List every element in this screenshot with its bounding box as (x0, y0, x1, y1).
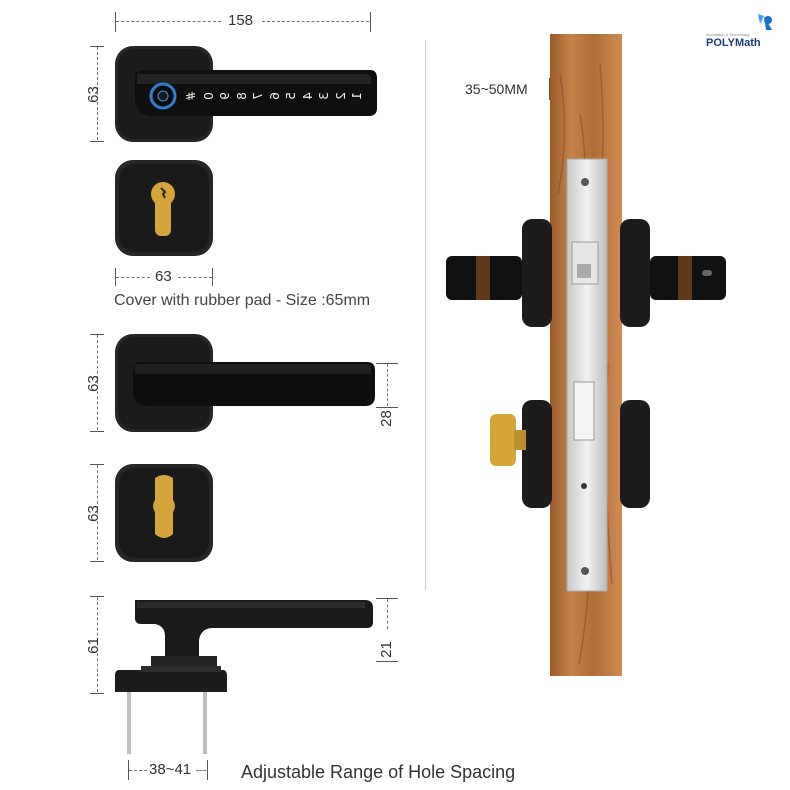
dim-door-left-tick (549, 78, 550, 100)
dim-158-line-right (262, 21, 369, 22)
dim-cover-line-left (116, 277, 150, 278)
dim-cover-label: 63 (155, 268, 172, 285)
dim-hole-right-tick (207, 760, 208, 780)
door-section (440, 34, 740, 684)
keypad-digit: 0 (201, 92, 216, 100)
dim-hole-label: 38~41 (149, 761, 192, 778)
dim-sidelever-bottom-tick (376, 661, 398, 662)
keypad-digit: 1 (350, 92, 365, 100)
keypad-digit: 5 (284, 92, 299, 100)
dim-158-label: 158 (228, 12, 254, 29)
dim-hole-line-right (196, 770, 206, 771)
dim-keypad-line (97, 47, 98, 140)
dim-158-line-left (116, 21, 221, 22)
dim-lever-top-tick (376, 363, 398, 364)
dim-side-label: 61 (84, 637, 102, 654)
brand-logo: Innovation & Technology POLYMath (706, 10, 786, 52)
dim-cyl-top-tick (90, 464, 104, 465)
dim-side-top-tick (90, 596, 104, 597)
dim-keypad-bottom-tick (90, 141, 104, 142)
dim-side-bottom-tick (90, 693, 104, 694)
door-graphic (446, 34, 726, 676)
keypad-digit: 7 (251, 92, 266, 100)
keypad-handle (115, 46, 380, 142)
dim-handle2-line (97, 335, 98, 430)
dim-lever-line (387, 364, 388, 406)
dim-cover-right-tick (212, 268, 213, 286)
dim-handle2-label: 63 (84, 375, 102, 392)
vertical-divider (425, 40, 426, 590)
dim-lever-bottom-tick (376, 407, 398, 408)
dim-cyl-line (97, 465, 98, 560)
dim-lever-label: 28 (377, 410, 395, 427)
lever-handle-graphic (115, 334, 375, 432)
keypad-digit: 4 (300, 92, 315, 100)
dim-door-label: 35~50MM (465, 81, 528, 97)
keypad-digit: 8 (234, 92, 249, 100)
cover-caption: Cover with rubber pad - Size :65mm (114, 292, 371, 309)
keypad-handle-graphic (115, 46, 377, 142)
dim-hole-left-tick (128, 760, 129, 780)
dim-keypad-label: 63 (84, 86, 102, 103)
brand-tagline: Innovation & Technology (706, 32, 750, 37)
dim-keypad-top-tick (90, 46, 104, 47)
dim-cover-left-tick (115, 268, 116, 286)
polymath-logo-icon (758, 14, 772, 30)
dim-handle2-top-tick (90, 334, 104, 335)
cylinder-cover-graphic (115, 160, 213, 256)
side-view-graphic (115, 600, 373, 754)
dim-sidelever-label: 21 (377, 641, 395, 658)
hole-spacing-caption: Adjustable Range of Hole Spacing (241, 762, 516, 782)
dim-sidelever-line (387, 599, 388, 629)
dim-handle2-bottom-tick (90, 431, 104, 432)
thumbturn-cover-graphic (115, 464, 213, 562)
dim-158-right-tick (370, 12, 371, 32)
keypad-digit: 6 (267, 92, 282, 100)
brand-name: POLYMath (706, 37, 761, 49)
lever-handle (115, 334, 380, 432)
keypad-digit: 2 (333, 92, 348, 100)
cylinder-cover (115, 160, 213, 256)
dim-cover-line-right (178, 277, 212, 278)
dim-158-left-tick (115, 12, 116, 32)
keypad-digit: # (184, 90, 199, 102)
keypad-digit: 3 (317, 92, 332, 100)
side-view-handle (115, 596, 380, 756)
dim-cyl-label: 63 (84, 505, 102, 522)
dim-hole-line-left (129, 770, 147, 771)
keypad-digit: 9 (218, 92, 233, 100)
dim-side-line (97, 597, 98, 692)
thumbturn-cover (115, 464, 213, 562)
dim-cyl-bottom-tick (90, 561, 104, 562)
dim-sidelever-top-tick (376, 598, 398, 599)
